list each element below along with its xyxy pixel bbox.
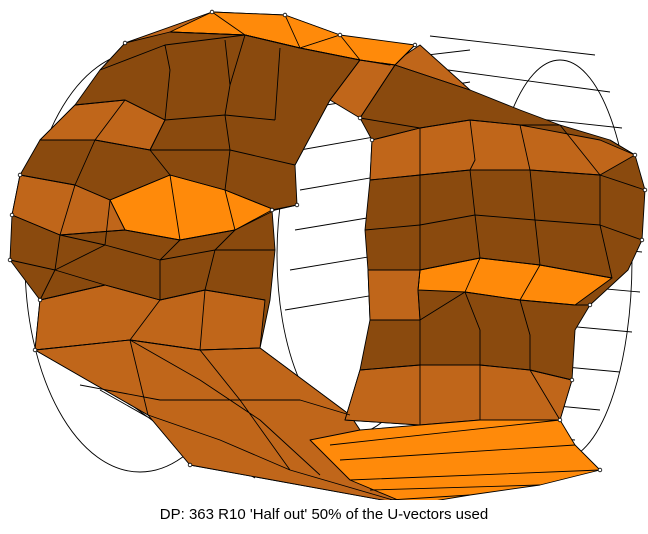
mesh-node bbox=[7, 257, 13, 263]
deformed-mesh-figure bbox=[7, 9, 648, 500]
mesh-node bbox=[17, 172, 23, 178]
mesh-node bbox=[269, 207, 275, 213]
mesh-node bbox=[597, 467, 603, 473]
left-face-grid bbox=[9, 34, 395, 500]
right-face-grid bbox=[359, 117, 646, 425]
mesh-node bbox=[412, 42, 418, 48]
mesh-node bbox=[337, 32, 343, 38]
mesh-node bbox=[587, 302, 593, 308]
right-face-mid-d bbox=[344, 364, 573, 426]
mesh-node bbox=[557, 417, 563, 423]
mesh-node bbox=[37, 297, 43, 303]
mesh-node bbox=[282, 12, 288, 18]
deformed-cylinder-mesh bbox=[9, 11, 646, 500]
mesh-node bbox=[357, 115, 363, 121]
mesh-node bbox=[122, 40, 128, 46]
mesh-node bbox=[632, 152, 638, 158]
mesh-nodes bbox=[7, 9, 648, 473]
mesh-node bbox=[9, 212, 15, 218]
mesh-node bbox=[369, 137, 375, 143]
mesh-node bbox=[569, 377, 575, 383]
mesh-node bbox=[209, 9, 215, 15]
bottom-band bbox=[309, 419, 601, 500]
top-band-grid bbox=[169, 11, 471, 119]
mesh-node bbox=[187, 462, 193, 468]
mesh-node bbox=[642, 187, 648, 193]
right-face-mid-c bbox=[367, 269, 421, 321]
mesh-node bbox=[294, 202, 300, 208]
mesh-node bbox=[32, 347, 38, 353]
figure-caption: DP: 363 R10 'Half out' 50% of the U-vect… bbox=[159, 506, 489, 523]
mesh-node bbox=[639, 237, 645, 243]
bottom-band-grid bbox=[329, 419, 601, 500]
